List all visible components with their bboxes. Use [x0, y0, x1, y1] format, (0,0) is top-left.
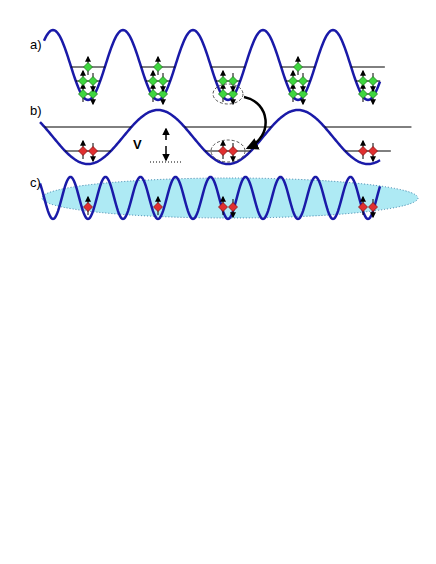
atom	[369, 73, 378, 91]
lattice-potential	[40, 110, 380, 164]
highlight-circle	[211, 140, 245, 162]
atom	[79, 71, 88, 89]
reference-line	[150, 162, 182, 163]
lattice-potential	[44, 30, 380, 100]
offset-arrow	[165, 146, 167, 160]
atom	[289, 71, 298, 89]
atom	[84, 197, 93, 215]
lattice-potential	[40, 177, 380, 219]
panel-label: b)	[30, 104, 42, 117]
panel-label: c)	[30, 176, 41, 189]
highlight-circle	[213, 84, 243, 104]
superfluid-cloud	[42, 178, 418, 218]
atom	[294, 57, 303, 75]
atom	[89, 73, 98, 91]
energy-level	[325, 127, 412, 128]
atom	[229, 143, 238, 161]
energy-level	[211, 67, 245, 68]
atom	[79, 141, 88, 159]
transfer-arrow	[244, 97, 266, 148]
atom	[359, 197, 368, 215]
offset-arrow	[165, 129, 167, 140]
atom	[299, 73, 308, 91]
energy-level	[45, 127, 132, 128]
atom	[219, 197, 228, 215]
panel-label: a)	[30, 38, 42, 51]
atom	[359, 71, 368, 89]
atom	[219, 141, 228, 159]
atom	[154, 57, 163, 75]
atom	[229, 73, 238, 91]
atom	[229, 199, 238, 217]
atom	[159, 73, 168, 91]
atom	[149, 71, 158, 89]
atom	[84, 57, 93, 75]
energy-level	[351, 67, 385, 68]
atom	[219, 71, 228, 89]
atom	[89, 143, 98, 161]
potential-label: V	[133, 138, 142, 151]
energy-level	[185, 127, 272, 128]
atom	[154, 197, 163, 215]
atom	[369, 143, 378, 161]
atom	[369, 199, 378, 217]
atom	[359, 141, 368, 159]
